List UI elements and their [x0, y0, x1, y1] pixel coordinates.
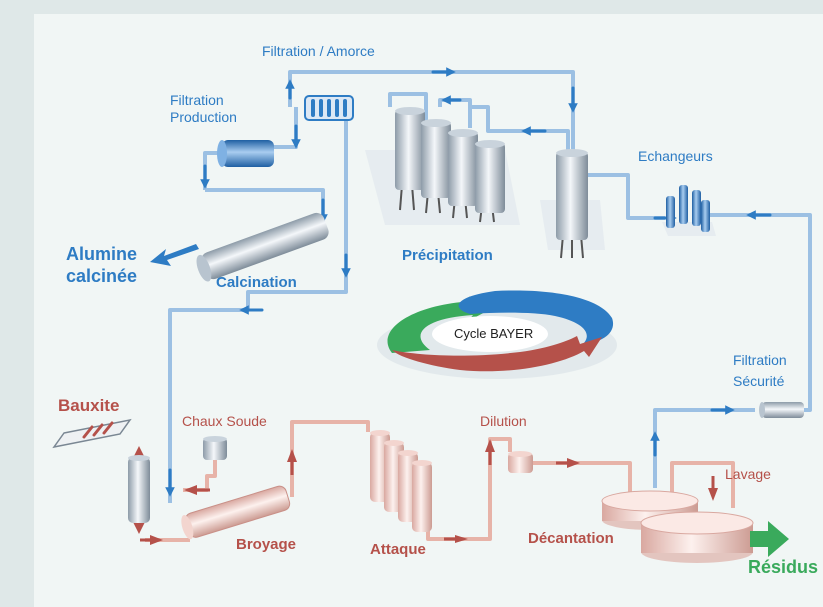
filter-production-icon	[217, 140, 274, 167]
cycle-bayer-icon	[377, 290, 617, 379]
dilution-tank-icon	[508, 451, 533, 473]
precipitation-tanks-icon	[365, 107, 520, 225]
label-chaux-soude: Chaux Soude	[182, 413, 267, 429]
heat-exchangers-icon	[662, 185, 716, 236]
red-flow-arrows	[150, 439, 718, 545]
alumine-output-arrow	[150, 244, 199, 266]
label-filtration-amorce: Filtration / Amorce	[262, 43, 375, 59]
bauxite-crusher-icon	[128, 446, 150, 534]
label-filtration-production-line2: Production	[170, 109, 237, 125]
label-attaque: Attaque	[370, 541, 426, 558]
broyage-mill-icon	[181, 485, 291, 540]
label-filtration-securite-line1: Filtration	[733, 352, 787, 368]
attaque-digesters-icon	[370, 430, 432, 532]
label-calcination: Calcination	[216, 274, 297, 291]
chaux-soude-tank-icon	[203, 436, 227, 460]
label-broyage: Broyage	[236, 536, 297, 553]
label-dilution: Dilution	[480, 413, 527, 429]
residus-output-arrow	[750, 521, 789, 557]
label-filtration-securite-line2: Sécurité	[733, 373, 785, 389]
label-echangeurs: Echangeurs	[638, 148, 713, 164]
label-filtration-production-line1: Filtration	[170, 92, 224, 108]
tank-right-icon	[540, 149, 605, 259]
label-residus: Résidus	[748, 557, 819, 577]
label-alumine-line1: Alumine	[66, 244, 138, 264]
decantation-settlers-icon	[601, 490, 754, 563]
blue-flow-arrows	[165, 67, 772, 497]
label-cycle-bayer: Cycle BAYER	[454, 326, 534, 341]
calcination-kiln-icon	[196, 212, 329, 282]
filter-securite-icon	[759, 402, 804, 418]
label-decantation: Décantation	[528, 530, 614, 547]
cycle-blue-arrow	[458, 290, 614, 345]
label-lavage: Lavage	[725, 466, 771, 482]
filter-amorce-icon	[304, 95, 354, 121]
cycle-red-arrow	[392, 336, 602, 372]
label-alumine-line2: calcinée	[66, 266, 138, 286]
label-bauxite: Bauxite	[58, 396, 120, 415]
label-precipitation: Précipitation	[402, 247, 493, 264]
bauxite-tray-icon	[52, 418, 132, 449]
